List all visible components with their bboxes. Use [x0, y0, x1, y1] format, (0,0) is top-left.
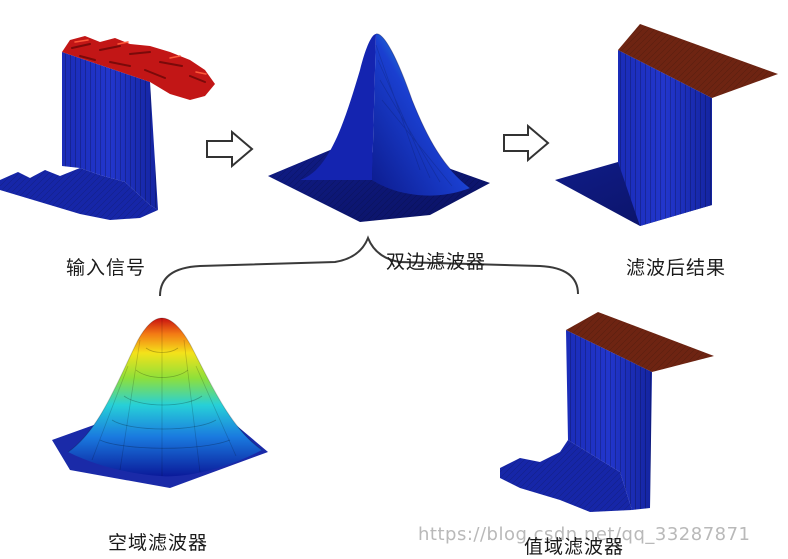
spatial-filter-plot [52, 317, 268, 488]
range-filter-label: 值域滤波器 [524, 536, 625, 558]
spatial-filter-label: 空域滤波器 [108, 532, 209, 554]
spatial-filter-gaussian [68, 318, 262, 477]
arrow-right-icon [206, 129, 254, 169]
input-signal-plot [0, 36, 215, 220]
bracket [159, 235, 579, 297]
input-signal-noisy-plateau [62, 36, 215, 100]
filtered-result-plot [555, 24, 778, 226]
bilateral-filter-label: 双边滤波器 [386, 251, 487, 273]
arrow-right-icon [503, 123, 550, 163]
bilateral-kernel-right-flank [372, 33, 470, 196]
bilateral-kernel-left-flank [300, 34, 376, 180]
bilateral-filter-kernel-plot [268, 33, 490, 222]
watermark-text: https://blog.csdn.net/qq_33287871 [418, 524, 751, 545]
filtered-result-label: 滤波后结果 [626, 257, 727, 279]
range-filter-plot [500, 312, 714, 512]
input-signal-label: 输入信号 [66, 257, 147, 279]
